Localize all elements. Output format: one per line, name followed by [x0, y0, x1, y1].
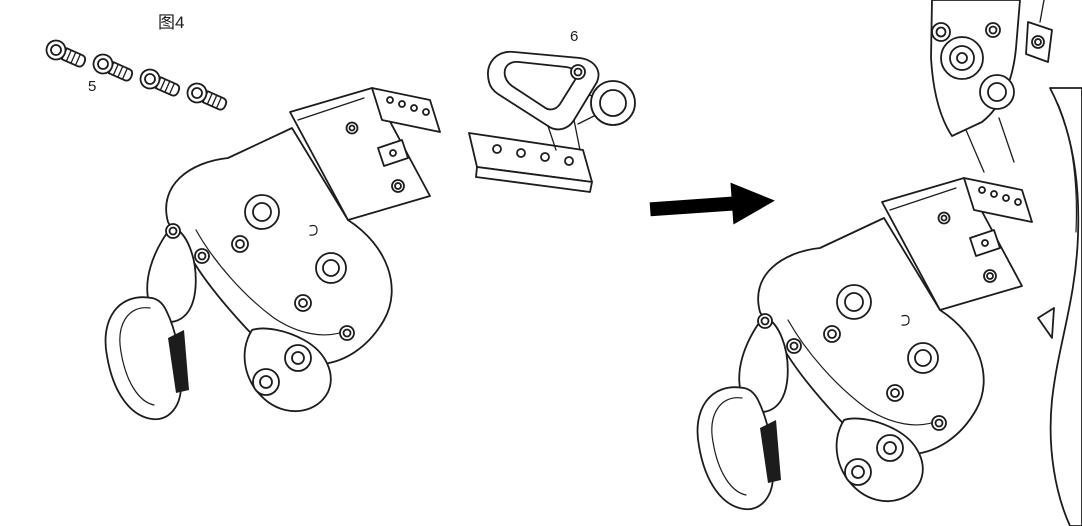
screws-group — [42, 36, 231, 116]
callout-5-label: 5 — [88, 78, 97, 95]
part-6-bracket — [468, 50, 636, 193]
robot-body-edge — [1037, 87, 1082, 526]
gripper-after — [696, 177, 1033, 511]
callout-6-label: 6 — [570, 28, 579, 45]
arrow-right-icon — [649, 182, 775, 225]
screw-icon — [183, 79, 231, 116]
gripper-before — [104, 87, 441, 421]
screw-icon — [89, 50, 137, 87]
screw-icon — [42, 36, 90, 73]
figure-caption: 图4 — [158, 13, 185, 32]
screw-icon — [136, 65, 184, 102]
robot-arm — [930, 0, 1053, 173]
